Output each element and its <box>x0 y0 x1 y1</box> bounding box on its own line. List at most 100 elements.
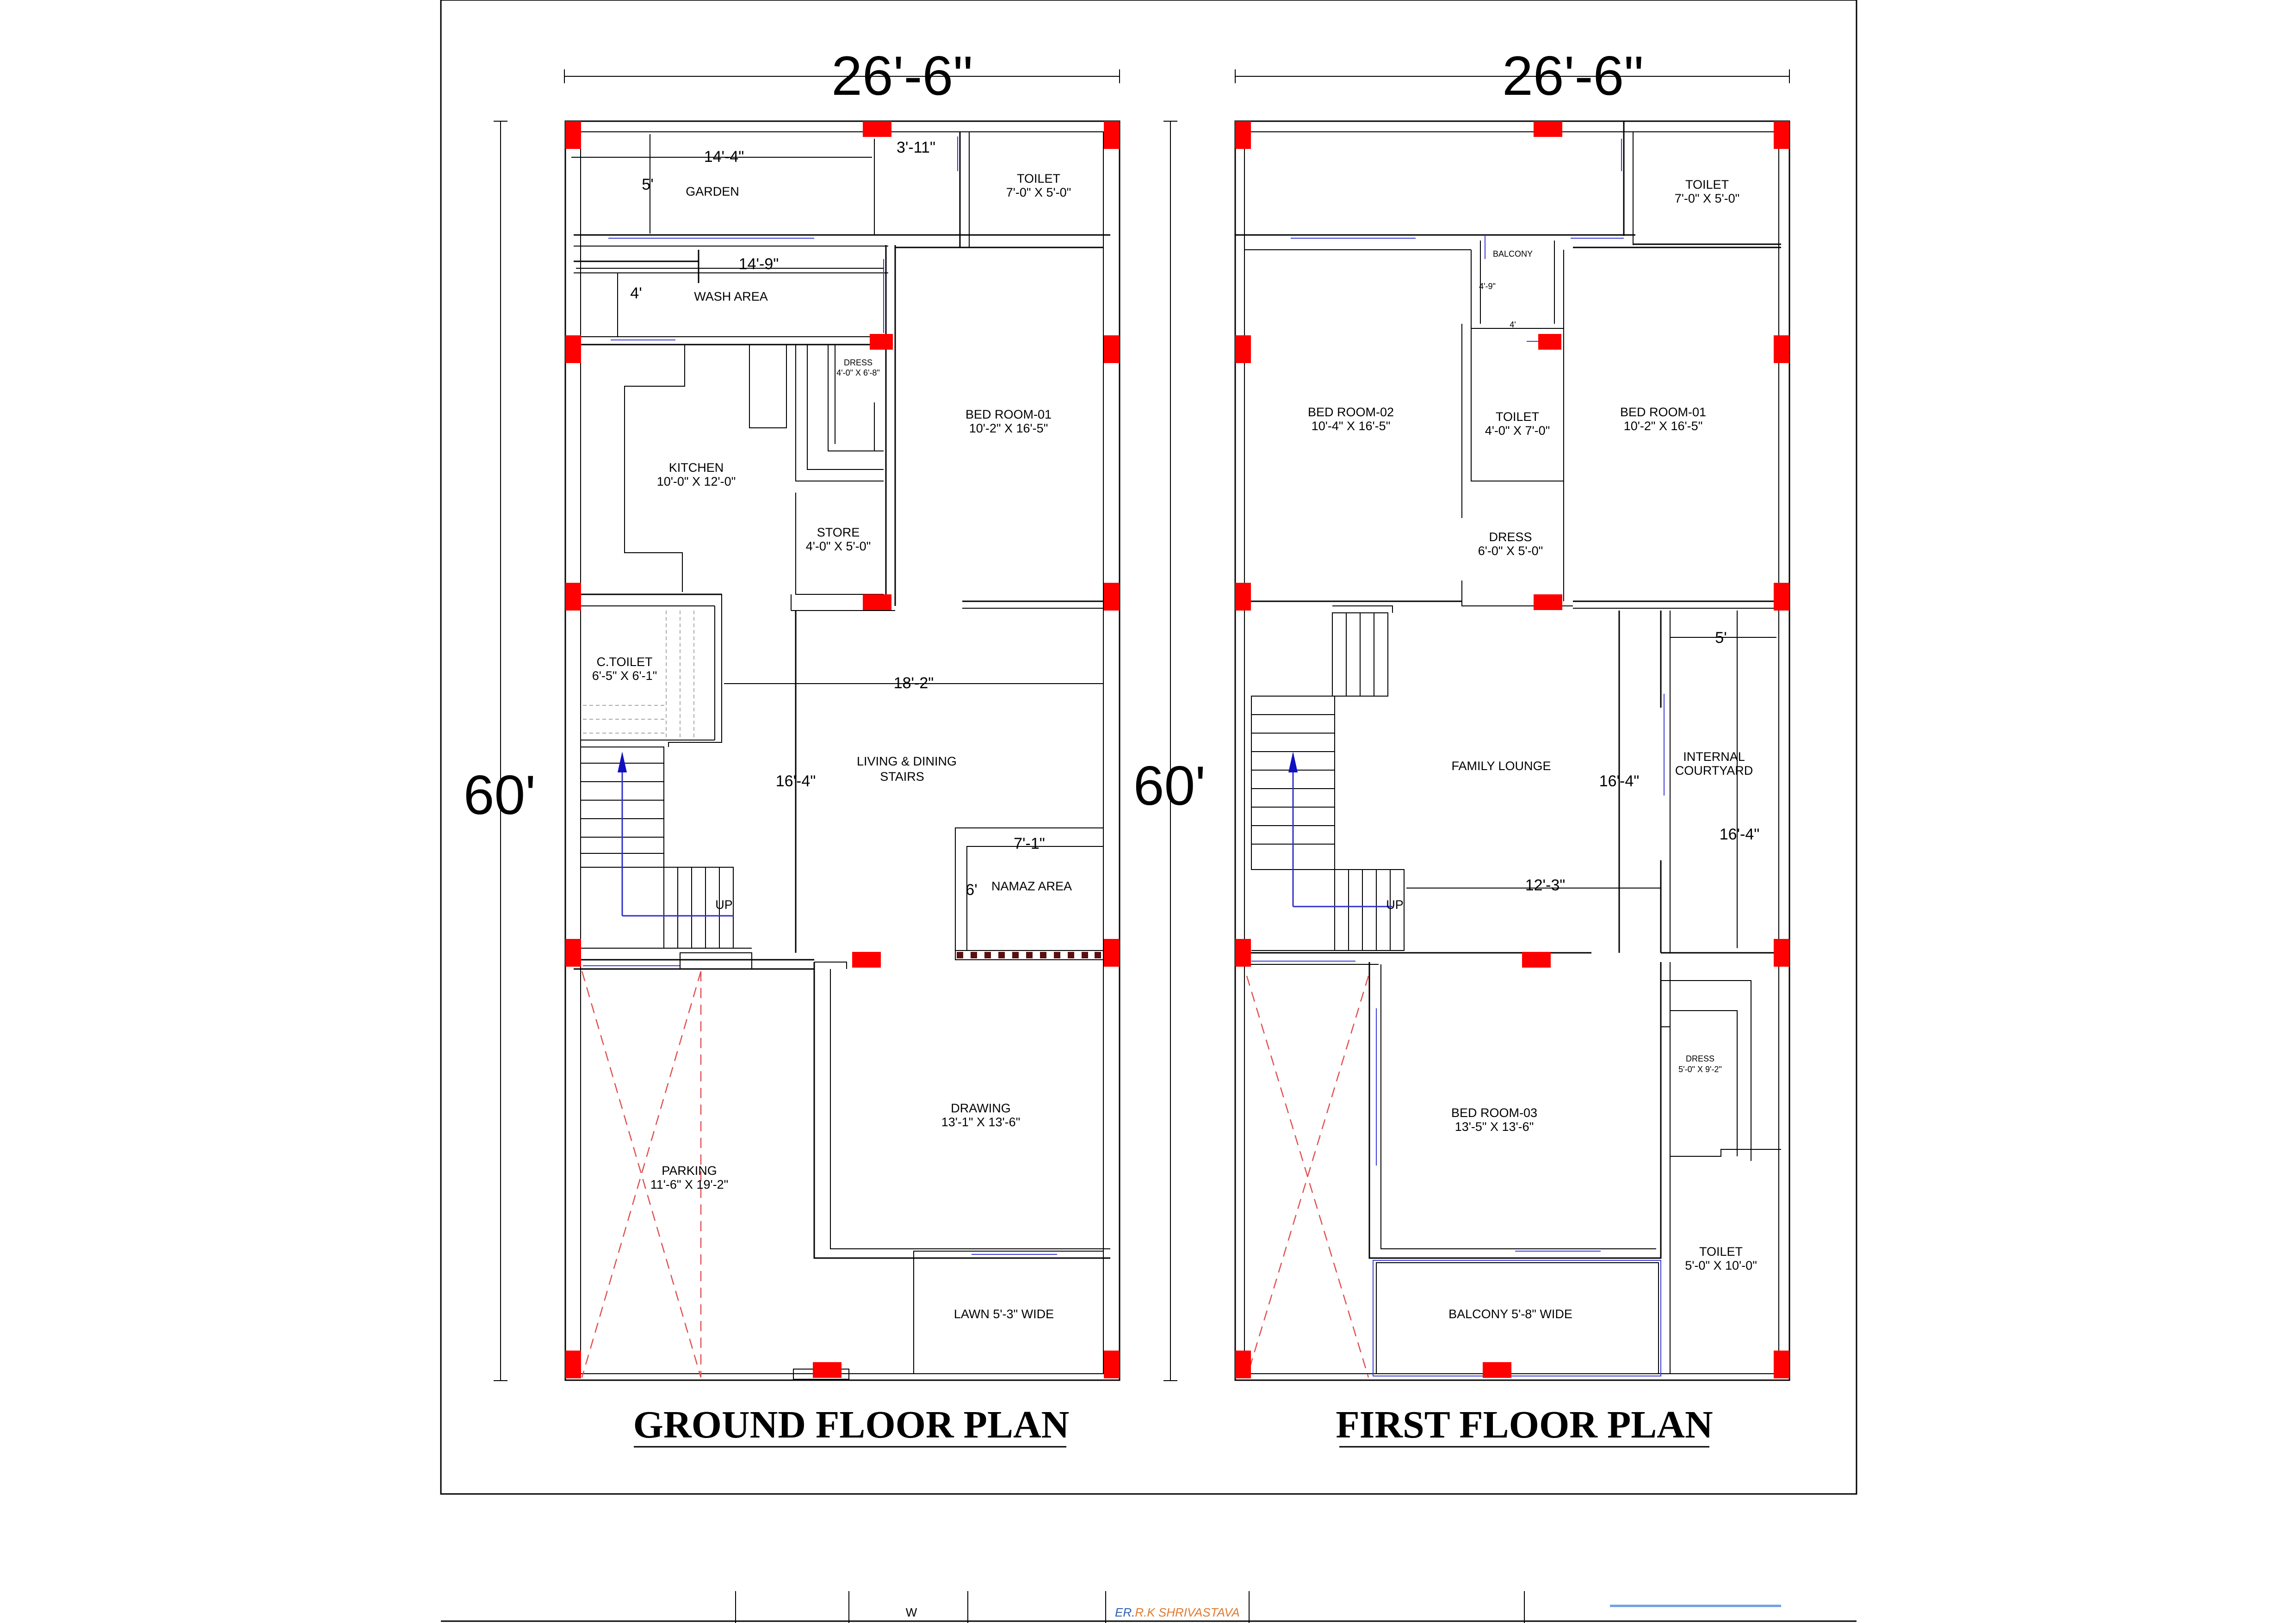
gf-drawing-wall <box>830 969 1110 1249</box>
ff-bed3-wall <box>1368 962 1662 1259</box>
ff-court-depth: 16'-4" <box>1720 826 1760 843</box>
ff-bed2-label: BED ROOM-02 <box>1308 405 1394 419</box>
gf-living-depth: 16'-4" <box>776 772 816 790</box>
gf-toilet-label: TOILET <box>1017 172 1060 185</box>
ff-staircase <box>1251 605 1405 951</box>
gf-staircase <box>580 747 752 960</box>
gf-dress-wall <box>807 345 884 470</box>
gf-toilet-size: 7'-0" X 5'-0" <box>1006 185 1071 199</box>
ff-bed3-label: BED ROOM-03 <box>1451 1106 1537 1120</box>
gf-living-label: LIVING & DINING <box>857 754 957 768</box>
ff-dress-mid-size: 6'-0" X 5'-0" <box>1478 544 1543 558</box>
gf-kitchen-wall <box>624 345 685 592</box>
gf-ctoilet-fixtures <box>583 611 694 738</box>
gf-stair-arrowhead <box>618 752 627 772</box>
gf-drawing-label: DRAWING <box>951 1101 1011 1115</box>
gf-namaz-depth: 6' <box>965 881 977 899</box>
gf-garden-label: GARDEN <box>686 185 739 198</box>
ff-dress-low-size: 5'-0" X 9'-2" <box>1678 1065 1722 1074</box>
ff-bed3-size: 13'-5" X 13'-6" <box>1455 1120 1534 1134</box>
gf-lawn-label: LAWN 5'-3" WIDE <box>954 1307 1054 1321</box>
ff-toilet-top-size: 7'-0" X 5'-0" <box>1675 191 1740 205</box>
gf-dress-wall <box>795 345 884 481</box>
gf-namaz-label: NAMAZ AREA <box>991 879 1072 893</box>
gf-ctoilet-size: 6'-5" X 6'-1" <box>592 669 657 683</box>
gf-namaz-wall <box>966 846 1103 953</box>
gf-ctoilet-label: C.TOILET <box>596 655 652 669</box>
ff-open-cross <box>1246 975 1369 1378</box>
engineer-credit: ER.R.K SHRIVASTAVA <box>1115 1605 1240 1619</box>
gf-drawing-size: 13'-1" X 13'-6" <box>941 1115 1021 1129</box>
gf-bedroom-label: BED ROOM-01 <box>965 407 1052 421</box>
ff-toilet-mid-box <box>1471 328 1564 481</box>
gf-up-label: UP <box>715 898 733 912</box>
ff-title: FIRST FLOOR PLAN <box>1336 1403 1713 1446</box>
gf-bedroom-size: 10'-2" X 16'-5" <box>969 421 1048 435</box>
ff-toilet-mid-label: TOILET <box>1496 410 1539 424</box>
ff-balcony-wide-inner <box>1376 1262 1659 1374</box>
gf-ctoilet-wall <box>581 594 722 747</box>
gf-garden-depth: 5' <box>642 176 653 193</box>
gf-stairs-label: STAIRS <box>880 770 924 784</box>
ff-columns <box>1235 121 1789 1378</box>
ff-balcony-wide-label: BALCONY 5'-8" WIDE <box>1448 1307 1572 1321</box>
ff-stair-arrowhead <box>1288 752 1298 772</box>
gf-store-label: STORE <box>817 525 860 539</box>
gf-wash-width: 14'-9" <box>739 255 779 273</box>
sheet-border <box>440 0 1857 1495</box>
gf-dress-label: DRESS <box>844 358 873 367</box>
ff-bed1-size: 10'-2" X 16'-5" <box>1624 419 1703 433</box>
ff-balcony-width: 4' <box>1510 320 1516 329</box>
ff-toilet-top-label: TOILET <box>1685 178 1729 191</box>
ff-balcony-depth: 4'-9" <box>1479 282 1496 291</box>
gf-parking-size: 11'-6" X 19'-2" <box>650 1178 729 1191</box>
ff-overall-width: 26'-6" <box>1502 45 1644 107</box>
gf-namaz-width: 7'-1" <box>1014 835 1045 852</box>
ff-courtyard-label-2: COURTYARD <box>1675 764 1753 778</box>
ff-outer-wall <box>1234 120 1790 1381</box>
gf-gap-width: 3'-11" <box>897 139 935 156</box>
ff-courtyard-label-1: INTERNAL <box>1683 750 1745 764</box>
gf-lawn-box <box>913 1251 1104 1374</box>
ff-overall-depth: 60' <box>1133 755 1206 817</box>
gf-overall-depth: 60' <box>464 764 536 826</box>
gf-store-size: 4'-0" X 5'-0" <box>806 539 871 553</box>
ff-lounge-width: 12'-3" <box>1525 876 1566 894</box>
gf-dress-size: 4'-0" X 6'-8" <box>836 368 880 377</box>
ff-up-label: UP <box>1386 898 1404 912</box>
ff-dress-low-label: DRESS <box>1686 1054 1714 1063</box>
gf-living-width: 18'-2" <box>894 674 934 692</box>
gf-outer-wall <box>564 120 1120 1381</box>
ground-floor-plan: 26'-6" 60' 14'-4" 3'-11" 5' GARDEN TOILE… <box>464 45 1120 1448</box>
ff-dress-low-wall <box>1670 1010 1738 1156</box>
engineer-prefix: ER. <box>1115 1605 1135 1619</box>
gf-drawing-wall <box>814 962 847 969</box>
ff-toilet-mid-size: 4'-0" X 7'-0" <box>1485 424 1550 438</box>
gf-dress-wall <box>828 345 884 451</box>
gf-title: GROUND FLOOR PLAN <box>633 1403 1070 1446</box>
ff-bed3-wall <box>1380 964 1656 1249</box>
ff-balcony-wide-box <box>1373 1260 1661 1376</box>
gf-parking-cross <box>581 971 702 1378</box>
ff-court-width: 5' <box>1715 629 1727 647</box>
gf-parking-label: PARKING <box>662 1164 717 1178</box>
gf-drawing-wall <box>813 962 1110 1259</box>
gf-columns <box>565 121 1120 1378</box>
ff-balcony-small-label: BALCONY <box>1493 249 1533 259</box>
gf-wash-depth: 4' <box>630 284 642 302</box>
gf-wash-label: WASH AREA <box>694 290 768 303</box>
footer-letter: W <box>906 1605 917 1619</box>
gf-kitchen-label: KITCHEN <box>669 461 724 475</box>
gf-overall-width: 26'-6" <box>831 45 973 107</box>
ff-family-label: FAMILY LOUNGE <box>1451 759 1551 773</box>
ff-dress-low-wall <box>1661 980 1751 1161</box>
gf-namaz-strip <box>955 950 1104 960</box>
gf-parking-cross <box>581 971 702 1378</box>
gf-counter <box>749 344 787 428</box>
engineer-name: R.K SHRIVASTAVA <box>1135 1605 1239 1619</box>
ff-toilet-low-wall <box>1670 1149 1781 1157</box>
first-floor-plan: 26'-6" 60' TOILET 7'-0" X 5'-0" BALCONY … <box>1133 45 1790 1448</box>
ff-toilet-low-label: TOILET <box>1699 1245 1743 1259</box>
gf-garden-width: 14'-4" <box>704 148 744 166</box>
